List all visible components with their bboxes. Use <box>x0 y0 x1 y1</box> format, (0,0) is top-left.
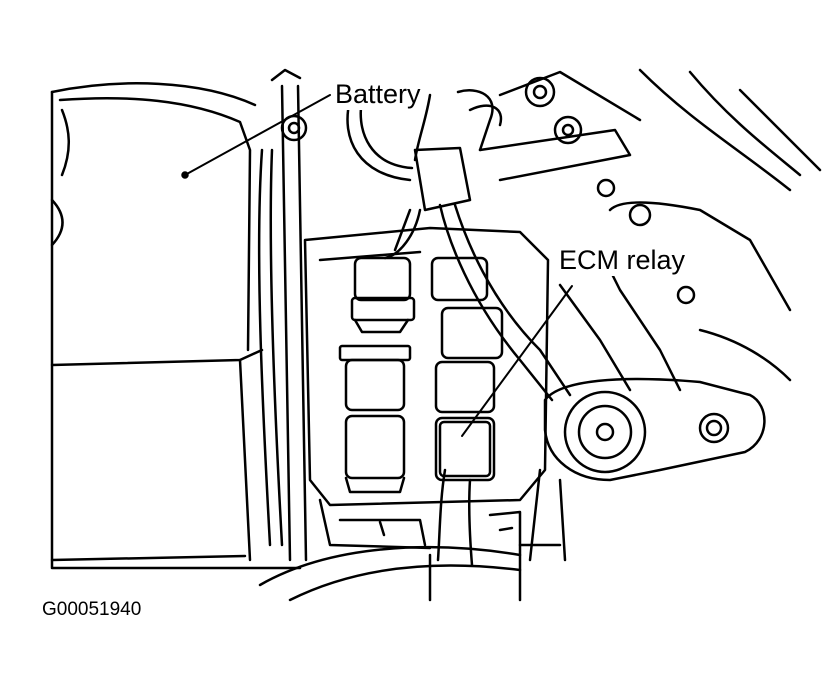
ecm-relay-callout-label: ECM relay <box>556 245 689 276</box>
wire-harness <box>346 89 572 402</box>
relay-upper-left <box>350 256 416 334</box>
relay-upper-right <box>430 256 504 360</box>
leader-lines <box>184 94 573 437</box>
battery-callout-label: Battery <box>332 79 424 110</box>
relay-lower-left <box>344 414 406 494</box>
mount-bracket <box>528 377 766 562</box>
relay-middle-right <box>434 360 496 414</box>
chassis-panels <box>478 68 822 392</box>
figure-id-caption: G00051940 <box>42 599 142 620</box>
ecm-relay <box>434 416 496 482</box>
battery-body <box>50 82 302 570</box>
relay-middle-left <box>338 344 412 412</box>
hose-lower <box>258 468 562 602</box>
battery-hold-down-rod <box>257 68 308 562</box>
relay-box <box>303 226 550 550</box>
